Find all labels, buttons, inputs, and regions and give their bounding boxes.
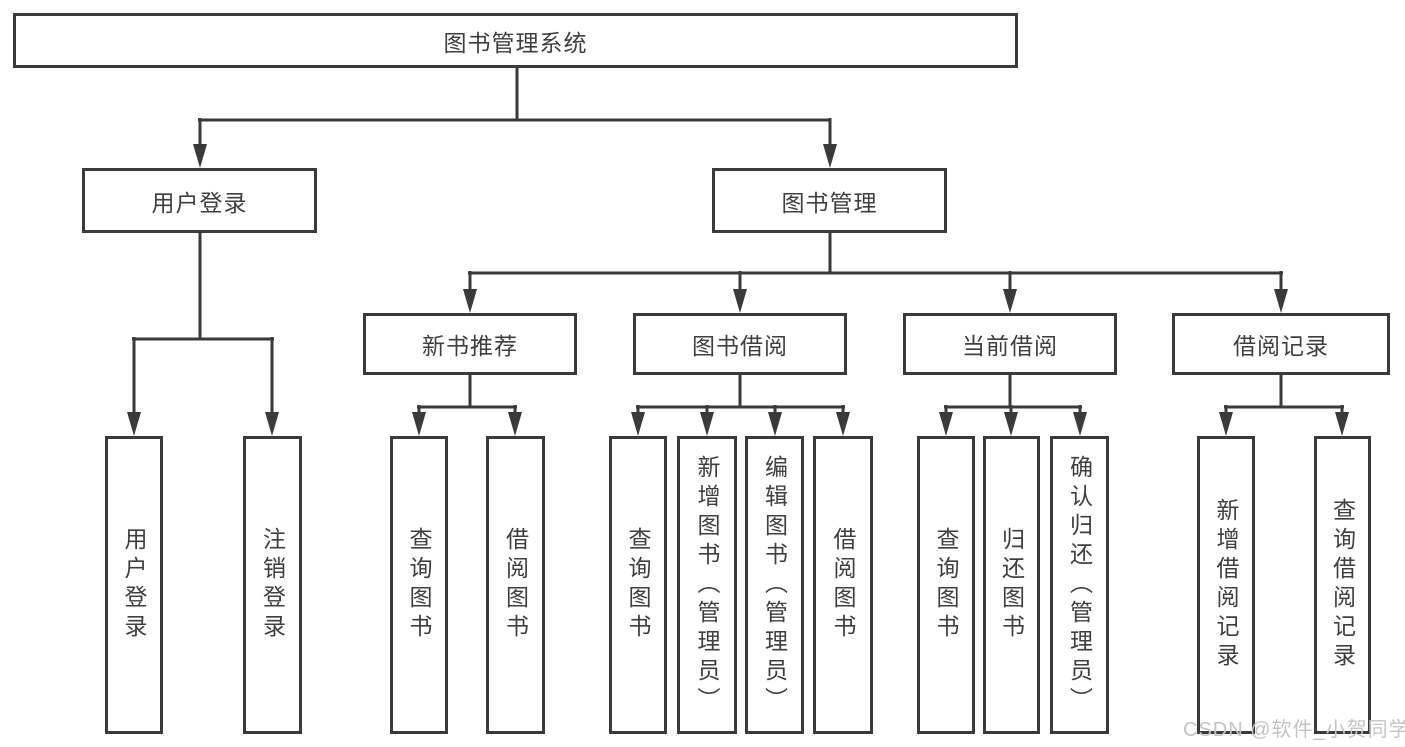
csdn-watermark: CSDN @软件_小贺同学: [1183, 719, 1405, 741]
node-user-login-branch: 用户登录: [82, 168, 317, 233]
node-cb-query-books-label: 查询图书: [933, 527, 959, 643]
node-book-borrow-label: 图书借阅: [692, 333, 788, 359]
node-bb-edit-books-admin-label: 编辑图书（管理员）: [761, 454, 788, 716]
node-bb-borrow-books: 借阅图书: [813, 436, 873, 734]
node-new-book-recommend: 新书推荐: [363, 313, 577, 375]
node-br-query-record-label: 查询借阅记录: [1329, 498, 1356, 672]
node-cb-confirm-return-admin-label: 确认归还（管理员）: [1066, 454, 1093, 716]
node-nb-query-books: 查询图书: [390, 436, 448, 734]
node-logout: 注销登录: [243, 436, 302, 734]
node-br-query-record: 查询借阅记录: [1314, 436, 1371, 734]
node-borrow-records-label: 借阅记录: [1233, 333, 1329, 359]
arrowheads: [127, 144, 1349, 436]
node-cb-confirm-return-admin: 确认归还（管理员）: [1050, 436, 1109, 734]
node-current-borrow-label: 当前借阅: [962, 333, 1058, 359]
node-cb-return-books-label: 归还图书: [998, 527, 1025, 643]
node-nb-borrow-books: 借阅图书: [486, 436, 545, 734]
node-book-management-label: 图书管理: [781, 189, 878, 216]
node-borrow-records: 借阅记录: [1172, 313, 1390, 375]
node-book-management: 图书管理: [712, 168, 947, 233]
node-cb-return-books: 归还图书: [983, 436, 1040, 734]
node-user-login: 用户登录: [105, 436, 163, 734]
node-nb-query-books-label: 查询图书: [406, 527, 432, 643]
node-bb-query-books-label: 查询图书: [625, 527, 651, 643]
node-book-borrow: 图书借阅: [633, 313, 847, 375]
node-current-borrow: 当前借阅: [903, 313, 1117, 375]
node-bb-edit-books-admin: 编辑图书（管理员）: [745, 436, 804, 734]
node-bb-query-books: 查询图书: [609, 436, 667, 734]
node-user-login-label: 用户登录: [121, 527, 147, 643]
node-bb-add-books-admin-label: 新增图书（管理员）: [694, 454, 720, 716]
node-br-add-record-label: 新增借阅记录: [1213, 498, 1239, 672]
node-logout-label: 注销登录: [259, 527, 286, 643]
node-nb-borrow-books-label: 借阅图书: [502, 527, 529, 643]
node-library-system: 图书管理系统: [13, 13, 1018, 68]
node-bb-borrow-books-label: 借阅图书: [830, 527, 856, 643]
node-br-add-record: 新增借阅记录: [1197, 436, 1255, 734]
node-library-system-label: 图书管理系统: [443, 29, 588, 56]
node-cb-query-books: 查询图书: [917, 436, 975, 734]
node-new-book-recommend-label: 新书推荐: [422, 333, 518, 359]
node-user-login-branch-label: 用户登录: [151, 189, 248, 216]
node-bb-add-books-admin: 新增图书（管理员）: [677, 436, 737, 734]
